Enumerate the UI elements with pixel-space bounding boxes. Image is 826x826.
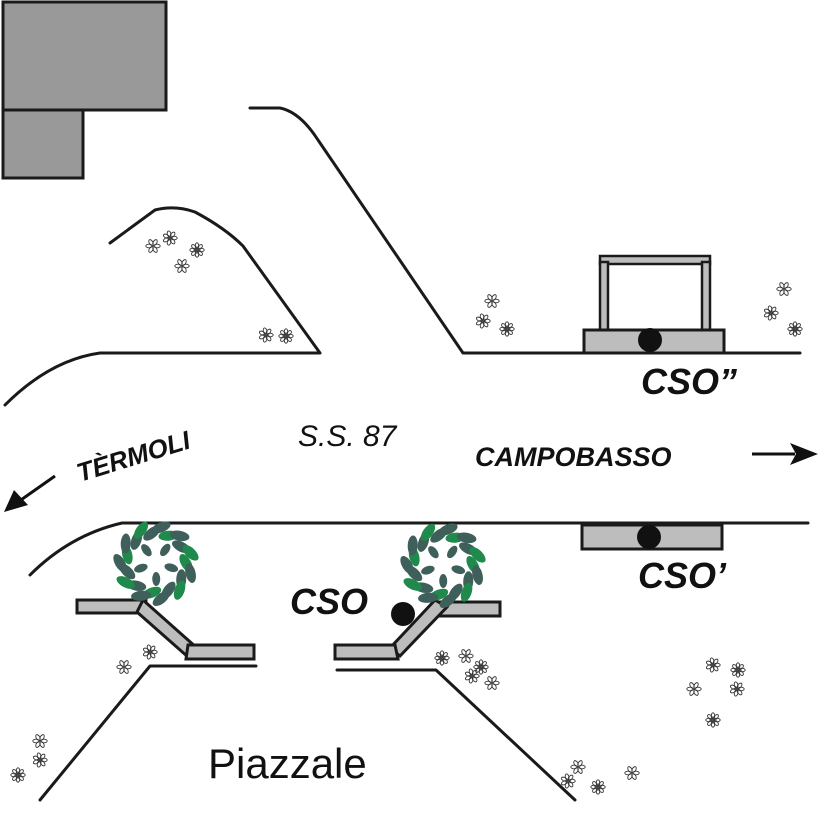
road-name-label: S.S. 87 xyxy=(298,420,398,453)
flower-icon xyxy=(560,773,576,789)
building-annex xyxy=(1,108,85,180)
flower-icon xyxy=(32,752,48,768)
flower-icon xyxy=(458,649,474,663)
entrance-left xyxy=(38,597,258,802)
cso-marker[interactable] xyxy=(391,602,415,626)
entrance-right xyxy=(333,598,577,802)
flower-icon xyxy=(32,734,48,748)
flower-icon xyxy=(145,239,161,253)
station-label-cso-double-prime: CSO” xyxy=(641,361,737,402)
flower-icon xyxy=(142,644,158,660)
flower-icon xyxy=(730,662,746,678)
arrow-southwest-icon xyxy=(4,474,56,512)
arrow-east-icon xyxy=(752,443,818,465)
cso-prime-marker[interactable] xyxy=(637,525,661,549)
slab-cso-prime xyxy=(580,523,724,551)
flower-icon xyxy=(434,650,450,666)
direction-label-campobasso: CAMPOBASSO xyxy=(475,442,672,472)
flower-icon xyxy=(473,659,489,675)
station-label-cso-prime: CSO’ xyxy=(638,555,727,596)
flower-icon xyxy=(729,681,745,697)
flower-icon xyxy=(624,766,640,780)
shelter-cso-double-prime xyxy=(582,254,726,355)
road-edge-lower xyxy=(28,521,810,577)
flower-icon xyxy=(570,760,586,774)
area-label-piazzale: Piazzale xyxy=(208,740,367,787)
flower-icon xyxy=(10,767,26,783)
flower-icon xyxy=(776,282,792,296)
direction-label-termoli: TÈRMOLI xyxy=(73,425,194,488)
flowers xyxy=(10,230,803,795)
flower-icon xyxy=(787,321,803,337)
cso-double-prime-marker[interactable] xyxy=(638,328,662,352)
tree-left-icon xyxy=(113,521,199,606)
station-label-cso: CSO xyxy=(290,581,368,622)
flower-icon xyxy=(686,682,702,696)
flower-icon xyxy=(189,242,205,258)
road-edge-upper-right xyxy=(248,106,802,355)
road-edge-upper-left xyxy=(3,206,322,407)
flower-icon xyxy=(705,712,721,728)
flower-icon xyxy=(484,294,500,308)
flower-icon xyxy=(278,328,294,344)
flower-icon xyxy=(174,259,190,273)
flower-icon xyxy=(705,657,721,673)
tree-right-icon xyxy=(400,523,486,608)
flower-icon xyxy=(162,230,178,246)
building xyxy=(1,0,168,180)
flower-icon xyxy=(484,676,500,690)
flower-icon xyxy=(464,668,480,684)
flower-icon xyxy=(475,313,491,329)
piazzale-edge-left xyxy=(38,664,258,802)
flower-icon xyxy=(499,321,515,337)
piazzale-edge-right xyxy=(335,668,577,802)
flower-icon xyxy=(258,327,274,343)
flower-icon xyxy=(590,779,606,795)
trees xyxy=(113,521,486,608)
building-main xyxy=(1,0,168,112)
flower-icon xyxy=(763,305,779,321)
flower-icon xyxy=(116,660,132,674)
